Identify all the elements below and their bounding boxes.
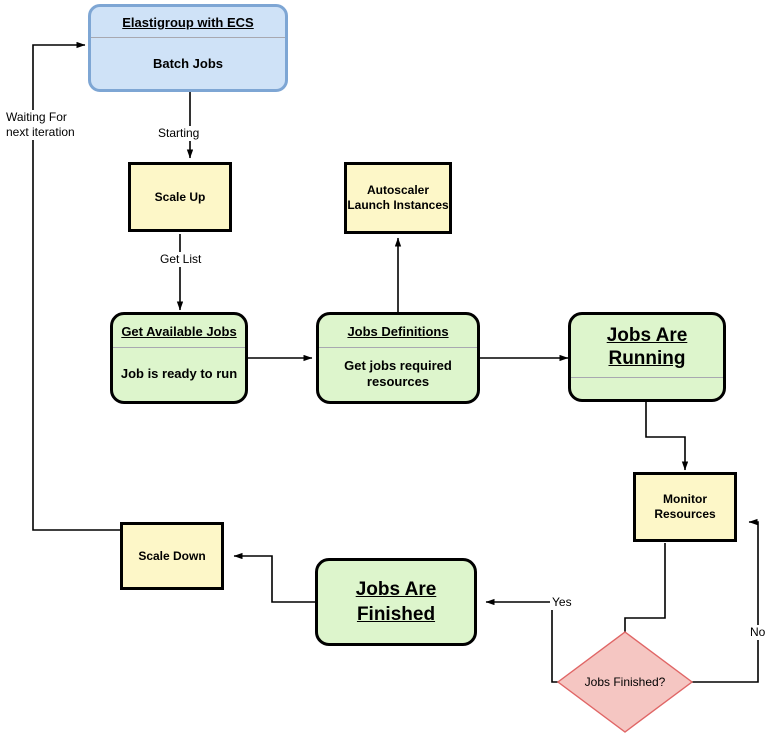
edge-decision-yes-to-jobs-are-finished: [485, 598, 567, 683]
edge-scale-down-to-elastigroup: [32, 41, 120, 531]
node-jobs-are-finished[interactable]: Jobs Are Finished: [315, 558, 477, 646]
jobs-are-running-body: [571, 378, 723, 399]
node-scale-down[interactable]: Scale Down: [120, 522, 224, 590]
node-get-available-jobs[interactable]: Get Available Jobs Job is ready to run: [110, 312, 248, 404]
autoscaler-label: Autoscaler Launch Instances: [347, 183, 449, 212]
edge-label-starting: Starting: [156, 126, 202, 141]
edge-label-yes: Yes: [550, 595, 574, 610]
get-available-jobs-body: Job is ready to run: [120, 366, 238, 382]
node-monitor-resources[interactable]: Monitor Resources: [633, 472, 737, 542]
edge-monitor-resources-to-decision: [621, 543, 666, 645]
monitor-resources-label: Monitor Resources: [654, 492, 716, 521]
edge-jobs-are-finished-to-scale-down: [233, 552, 315, 603]
node-elastigroup-with-ecs[interactable]: Elastigroup with ECS Batch Jobs: [88, 4, 288, 92]
node-scale-up[interactable]: Scale Up: [128, 162, 232, 232]
jobs-finished-decision-label: Jobs Finished?: [584, 675, 666, 689]
jobs-are-running-header: Jobs Are Running: [571, 315, 723, 378]
node-jobs-finished-decision[interactable]: Jobs Finished?: [556, 630, 694, 734]
elastigroup-header: Elastigroup with ECS: [91, 7, 285, 38]
jobs-definitions-header: Jobs Definitions: [319, 315, 477, 348]
diamond-shape: [556, 631, 694, 733]
edge-label-no: No: [748, 625, 766, 640]
jobs-are-finished-header: Jobs Are Finished: [355, 579, 437, 625]
edge-decision-no-to-monitor-resources: [683, 518, 759, 683]
elastigroup-body: Batch Jobs: [152, 56, 224, 71]
scale-down-label: Scale Down: [138, 548, 206, 563]
jobs-definitions-body: Get jobs required resources: [344, 358, 452, 390]
node-autoscaler-launch-instances[interactable]: Autoscaler Launch Instances: [344, 162, 452, 234]
get-available-jobs-header: Get Available Jobs: [113, 315, 245, 348]
edge-jobs-are-running-to-monitor-resources: [645, 402, 689, 471]
edge-label-waiting-for-next-iteration: Waiting For next iteration: [4, 110, 77, 140]
node-jobs-are-running[interactable]: Jobs Are Running: [568, 312, 726, 402]
scale-up-label: Scale Up: [154, 189, 206, 204]
node-jobs-definitions[interactable]: Jobs Definitions Get jobs required resou…: [316, 312, 480, 404]
edge-label-get-list: Get List: [158, 252, 204, 267]
